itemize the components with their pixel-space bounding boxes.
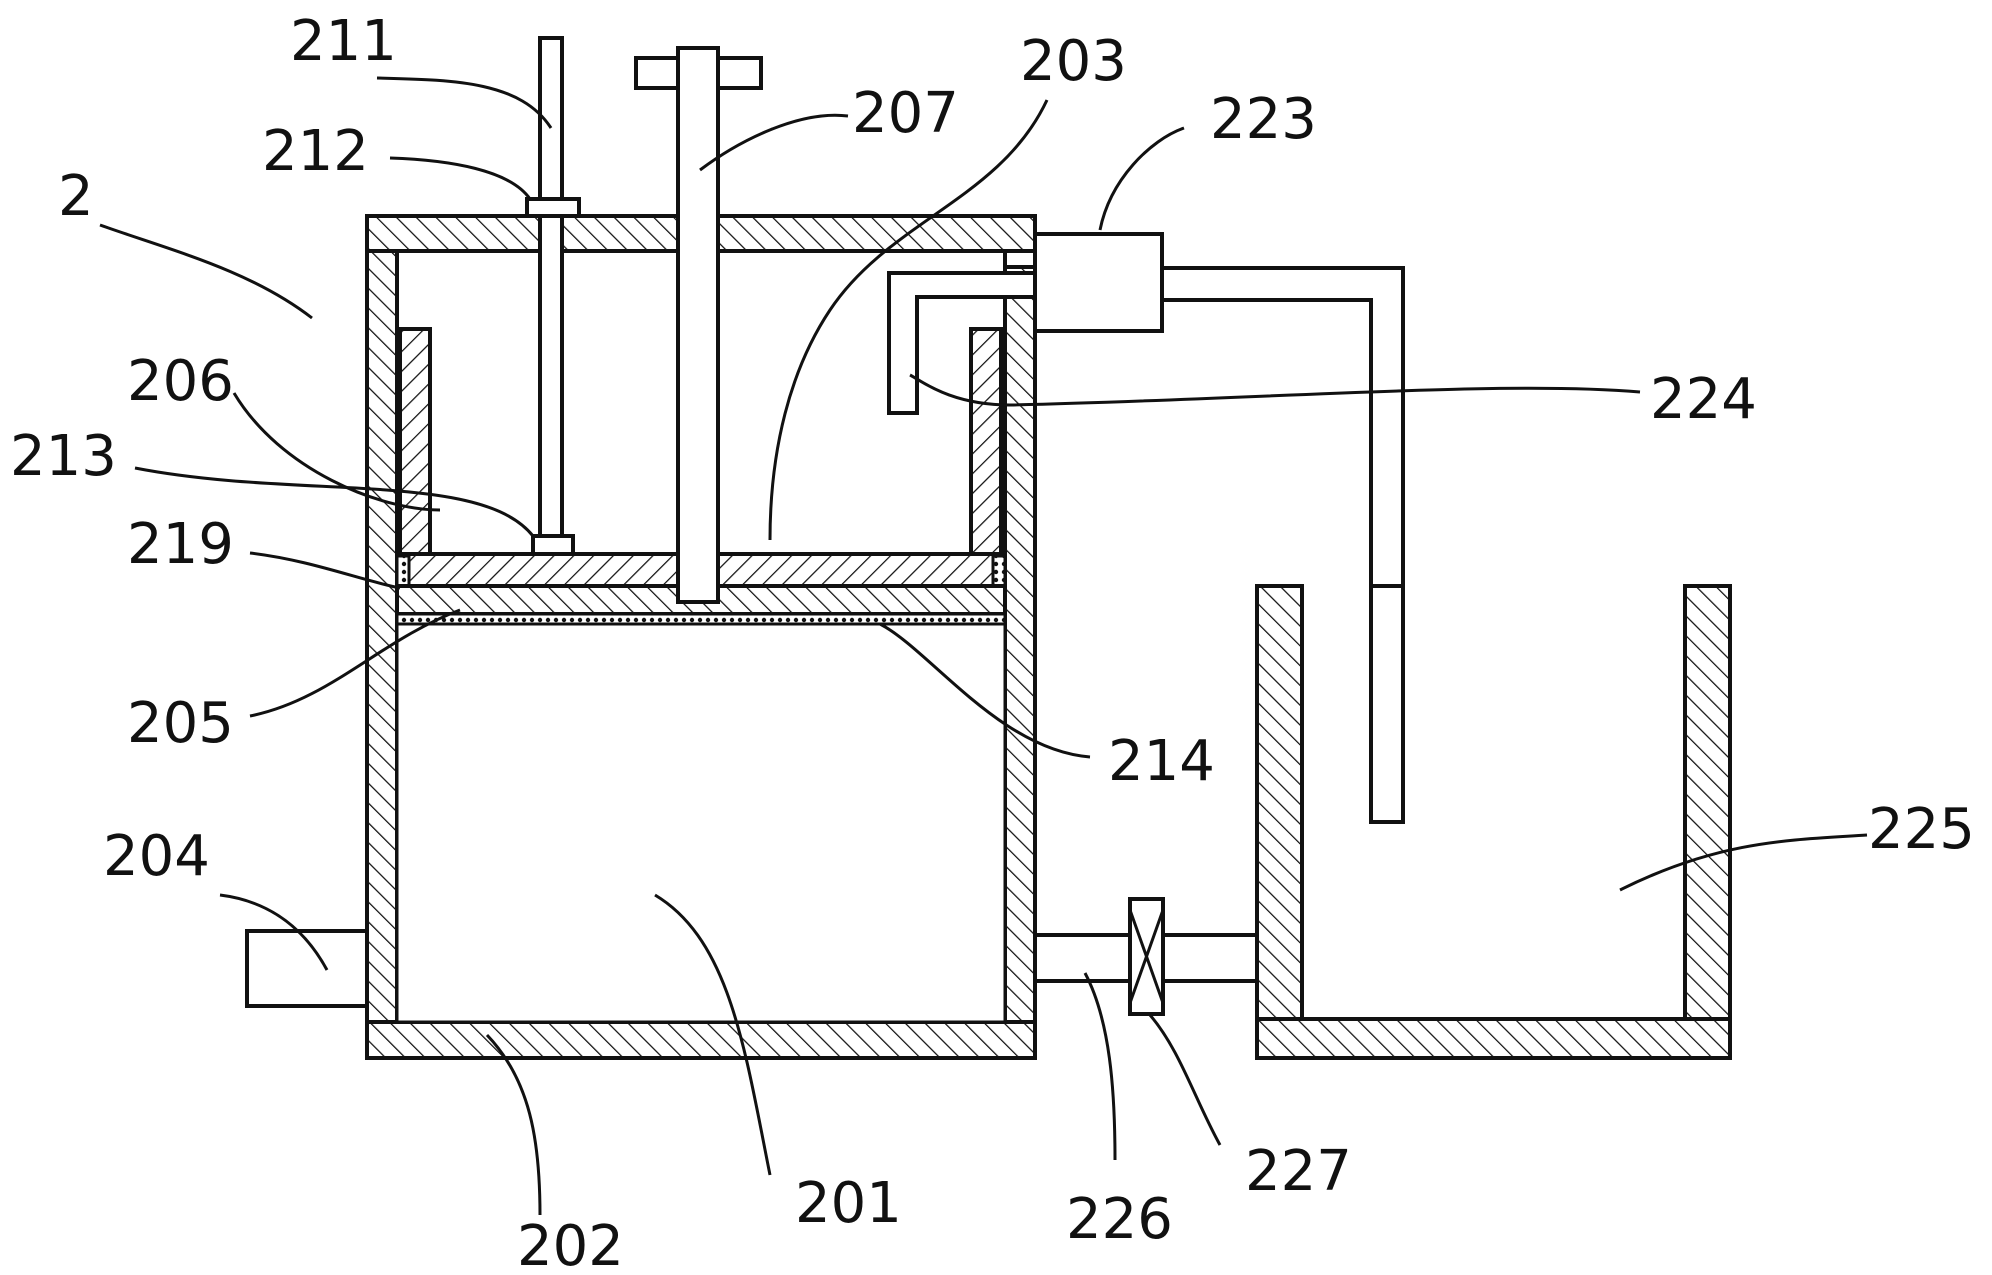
label-227: 227 bbox=[1245, 1139, 1352, 1204]
label-226: 226 bbox=[1066, 1187, 1173, 1252]
label-201: 201 bbox=[795, 1171, 902, 1236]
rod-207 bbox=[676, 46, 720, 604]
label-219: 219 bbox=[127, 512, 234, 577]
collection-bottom bbox=[1255, 1017, 1732, 1060]
label-205: 205 bbox=[127, 691, 234, 756]
pipe-connector bbox=[1003, 249, 1037, 269]
discharge-pipe-end bbox=[1369, 584, 1405, 824]
pump-box bbox=[1033, 232, 1164, 333]
basket-left-wall bbox=[398, 327, 432, 556]
label-206: 206 bbox=[127, 349, 234, 414]
tank-left-wall bbox=[365, 249, 399, 1060]
label-212: 212 bbox=[262, 119, 369, 184]
leader-lines bbox=[99, 76, 1868, 1216]
label-225: 225 bbox=[1868, 797, 1975, 862]
rod-211 bbox=[538, 36, 564, 550]
label-223: 223 bbox=[1210, 87, 1317, 152]
collection-left-wall bbox=[1255, 584, 1304, 1060]
label-2: 2 bbox=[58, 164, 94, 229]
collection-tank bbox=[1255, 584, 1732, 1060]
label-213: 213 bbox=[10, 424, 117, 489]
label-224: 224 bbox=[1650, 367, 1757, 432]
collar-213 bbox=[531, 534, 575, 556]
label-202: 202 bbox=[517, 1214, 624, 1275]
filter-layer bbox=[395, 612, 1007, 626]
collar-212 bbox=[525, 197, 581, 218]
outlet-204 bbox=[245, 929, 369, 1008]
label-203: 203 bbox=[1020, 29, 1127, 94]
valve-227 bbox=[1128, 897, 1165, 1016]
label-211: 211 bbox=[290, 9, 397, 74]
basket-right-wall bbox=[969, 327, 1003, 556]
labels: 211 212 2 207 203 223 206 224 213 219 20… bbox=[10, 9, 1975, 1275]
tank-right-wall bbox=[1003, 249, 1037, 1060]
tank-bottom bbox=[365, 1020, 1037, 1060]
label-214: 214 bbox=[1108, 729, 1215, 794]
collection-right-wall bbox=[1683, 584, 1732, 1060]
label-207: 207 bbox=[852, 81, 959, 146]
tank-chamber bbox=[395, 619, 1007, 1024]
label-204: 204 bbox=[103, 824, 210, 889]
